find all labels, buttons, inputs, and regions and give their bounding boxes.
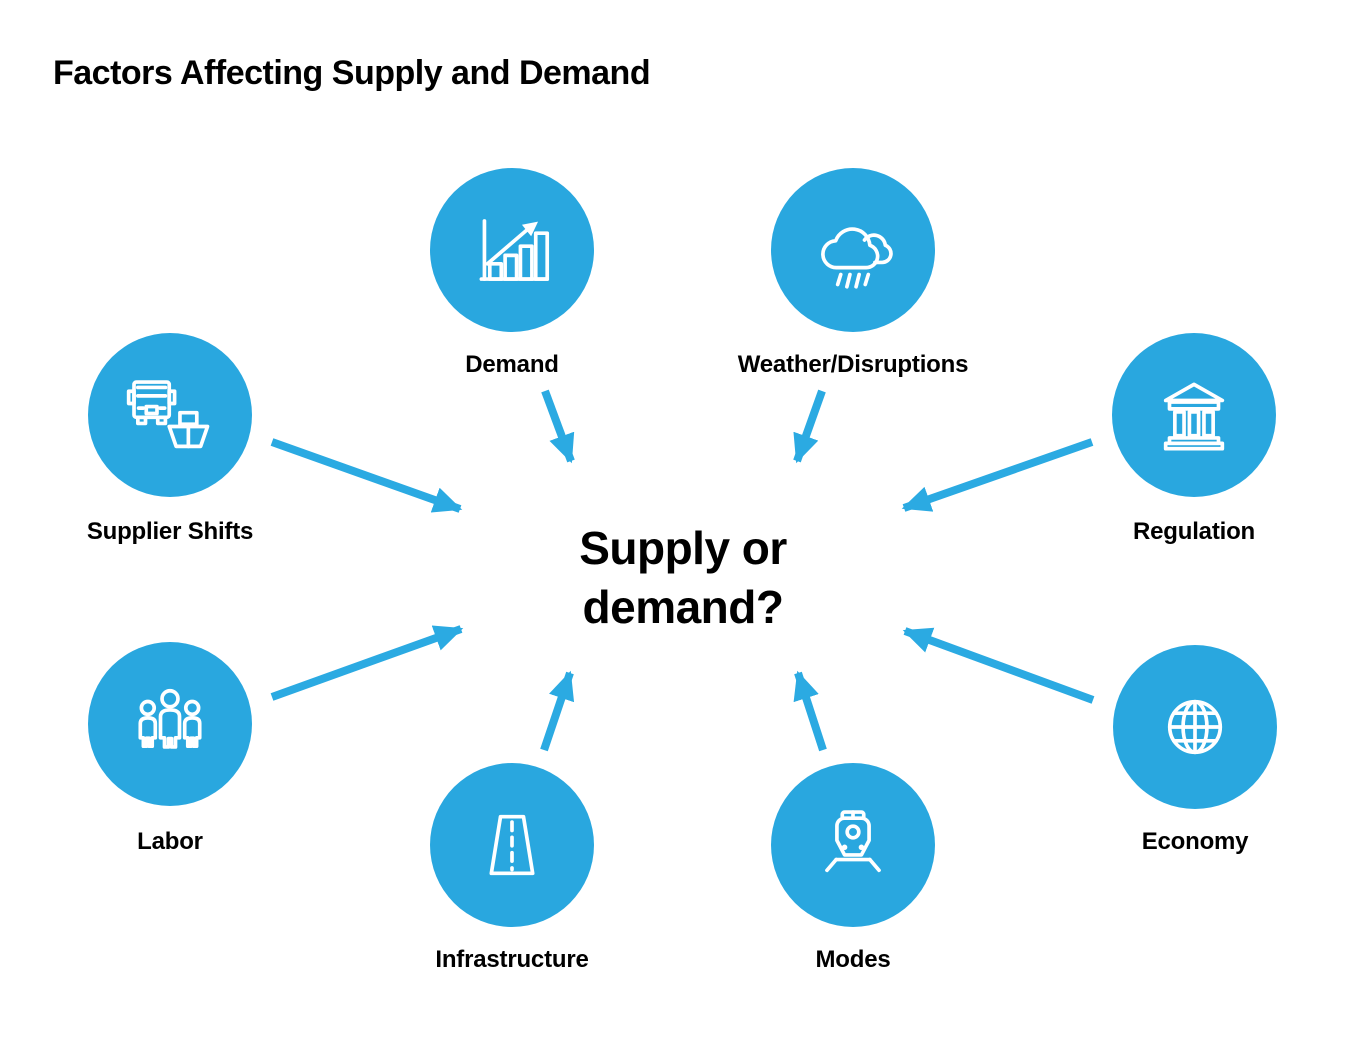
arrow-modes-to-center — [793, 670, 827, 752]
node-economy-circle — [1113, 645, 1277, 809]
arrow-demand-to-center — [541, 389, 575, 464]
center-question-line1: Supply or — [579, 522, 787, 574]
node-regulation-label: Regulation — [1133, 518, 1255, 545]
road-icon — [489, 814, 535, 876]
node-regulation-circle — [1112, 333, 1276, 497]
node-infrastructure-label: Infrastructure — [435, 946, 589, 973]
arrow-supplier-to-center — [270, 438, 463, 513]
arrow-infrastructure-to-center — [540, 670, 575, 752]
arrow-weather-to-center — [793, 389, 826, 464]
node-labor-circle — [88, 642, 252, 806]
bank-building-icon — [1163, 382, 1225, 451]
node-economy-label: Economy — [1141, 828, 1249, 855]
node-supplier-label: Supplier Shifts — [86, 518, 254, 545]
page-title: Factors Affecting Supply and Demand — [53, 54, 651, 92]
arrow-regulation-to-center — [901, 438, 1094, 512]
node-weather-label: Weather/Disruptions — [737, 351, 969, 378]
node-weather-circle — [771, 168, 935, 332]
node-infrastructure-circle — [430, 763, 594, 927]
node-labor-label: Labor — [137, 828, 203, 855]
rain-cloud-icon — [821, 227, 893, 289]
three-people-icon — [138, 688, 202, 749]
arrow-labor-to-center — [270, 625, 464, 701]
node-modes-circle — [771, 763, 935, 927]
bar-chart-growth-icon — [479, 219, 550, 281]
node-demand-label: Demand — [465, 351, 559, 378]
node-demand-circle — [430, 168, 594, 332]
node-modes-label: Modes — [815, 946, 891, 973]
node-supplier-circle — [88, 333, 252, 497]
globe-icon — [1167, 699, 1223, 755]
train-icon — [825, 810, 881, 873]
center-question-line2: demand? — [582, 581, 784, 633]
arrow-economy-to-center — [902, 627, 1095, 704]
truck-and-ship-icon — [126, 380, 210, 449]
center-question: Supply or demand? — [483, 519, 883, 637]
